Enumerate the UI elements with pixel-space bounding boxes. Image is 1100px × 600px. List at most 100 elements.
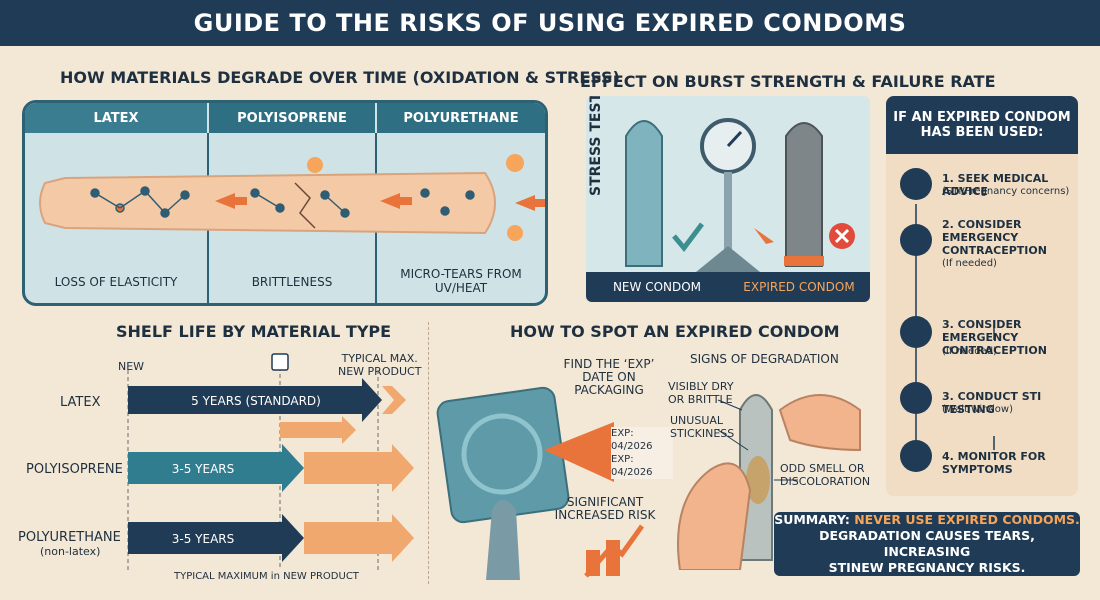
used-step-3-title: 3. CONSIDER EMERGENCY CONTRACEPTION (942, 318, 1047, 357)
shelf-bar-polyisoprene (128, 444, 304, 492)
stress-illustration (625, 118, 855, 272)
sign-sticky-line1: UNUSUAL (670, 414, 724, 427)
shelf-max-label: TYPICAL MAX. NEW PRODUCT (338, 352, 421, 378)
used-step-5-title: 4. MONITOR FOR SYMPTOMS (942, 450, 1046, 476)
shelf-chart (127, 353, 414, 570)
arrow-icon (754, 228, 774, 244)
shelf-row-latex-bar: 5 YEARS (STANDARD) (191, 394, 321, 408)
section-divider (428, 322, 429, 584)
find-exp-label: FIND THE ‘EXP’ DATE ON PACKAGING (554, 358, 664, 397)
new-condom-label: NEW CONDOM (612, 280, 702, 294)
stress-title: EFFECT ON BURST STRENGTH & FAILURE RATE (580, 72, 996, 91)
significant-risk-label: SIGNIFICANT INCREASED RISK (550, 496, 660, 522)
burst-icon (307, 157, 323, 173)
degradation-caption-polyisoprene: BRITTLENESS (251, 275, 333, 289)
find-exp-line1: FIND THE ‘EXP’ (563, 357, 655, 371)
shelf-title: SHELF LIFE BY MATERIAL TYPE (116, 322, 392, 341)
calendar-icon (900, 440, 932, 472)
if-used-title: IF AN EXPIRED CONDOM HAS BEEN USED: (886, 96, 1078, 154)
new-condom-icon (625, 120, 663, 267)
risk-line2: INCREASED RISK (554, 508, 656, 522)
clipboard-icon (900, 382, 932, 414)
packaging-illustration (436, 386, 645, 580)
hand-icon (677, 462, 752, 570)
degradation-col-polyisoprene: POLYISOPRENE (209, 103, 375, 133)
risk-line1: SIGNIFICANT (566, 495, 644, 509)
expired-condom-label: EXPIRED CONDOM (743, 280, 855, 294)
used-step-4-sub: (Wait window) (942, 404, 1013, 415)
exp-date-1: EXP: 04/2026 (611, 428, 653, 452)
exp-date-box: EXP: 04/2026 EXP: 04/2026 (611, 427, 673, 479)
shelf-row-polyisoprene-bar: 3-5 YEARS (171, 462, 235, 476)
used-step-1-sub: (STI/Pregnancy concerns) (942, 186, 1070, 197)
arrow-right-icon (515, 195, 545, 211)
degradation-caption-polyurethane: MICRO-TEARS FROM UV/HEAT (400, 267, 522, 295)
arrow-right-icon (215, 193, 247, 209)
check-icon (672, 222, 704, 253)
sign-sticky-label: UNUSUAL STICKINESS (670, 414, 740, 440)
shelf-row-polyurethane-name: POLYURETHANE (18, 530, 121, 545)
stress-labels-bar: NEW CONDOM EXPIRED CONDOM (586, 272, 870, 302)
used-step-1-title: 1. SEEK MEDICAL ADVICE (942, 172, 1049, 198)
page-title: GUIDE TO THE RISKS OF USING EXPIRED COND… (0, 0, 1100, 46)
sign-dry-line1: VISIBLY DRY (668, 380, 734, 393)
find-exp-line3: PACKAGING (574, 383, 644, 397)
degradation-panel: LATEX POLYISOPRENE POLYURETHANE LOSS OF … (22, 100, 548, 306)
shelf-row-polyurethane-sub: (non-latex) (40, 545, 101, 558)
shelf-bar-polyurethane (128, 514, 304, 562)
if-used-panel: IF AN EXPIRED CONDOM HAS BEEN USED: 1. S… (886, 96, 1078, 496)
sign-smell-line1: ODD SMELL OR (780, 462, 865, 475)
molecule-chain-icon (90, 186, 475, 218)
summary-line2: DEGRADATION CAUSES TEARS, INCREASING (819, 528, 1035, 559)
shelf-row-polyisoprene-name: POLYISOPRENE (26, 462, 123, 477)
shelf-bar-latex (128, 378, 382, 422)
signs-title: SIGNS OF DEGRADATION (690, 352, 839, 366)
degradation-caption-latex: LOSS OF ELASTICITY (54, 275, 178, 289)
sign-dry-label: VISIBLY DRY OR BRITTLE (668, 380, 738, 406)
degradation-col-polyurethane: POLYURETHANE (377, 103, 545, 133)
summary-line1: SUMMARY: NEVER USE EXPIRED CONDOMS. (774, 512, 1080, 528)
burst-icon (506, 154, 524, 172)
find-exp-line2: DATE ON (582, 370, 636, 384)
degradation-illustration (39, 133, 545, 303)
pill-box-icon (900, 224, 932, 256)
arrow-right-icon (380, 193, 412, 209)
magnifier-handle-icon (486, 500, 520, 580)
sign-smell-line2: DISCOLORATION (780, 475, 871, 488)
shelf-footer: TYPICAL MAXIMUM in NEW PRODUCT (174, 571, 359, 582)
burst-icon (507, 225, 523, 241)
used-step-3-sub: (If needed) (942, 346, 997, 357)
stress-panel: STRESS TEST NEW CONDOM EXPIRED CONDOM (586, 96, 870, 302)
shelf-max-label-line2: NEW PRODUCT (338, 365, 422, 378)
used-step-2-title: 2. CONSIDER EMERGENCY CONTRACEPTION (942, 218, 1047, 257)
expired-condom-icon (785, 122, 823, 267)
summary-lead: SUMMARY: (774, 512, 850, 527)
crack-line-icon (294, 182, 316, 229)
degradation-signs-illustration (677, 394, 861, 570)
degradation-title: HOW MATERIALS DEGRADE OVER TIME (OXIDATI… (60, 68, 620, 87)
used-step-4-title: 3. CONDUCT STI TESTING (942, 390, 1042, 416)
magnify-beam-icon (544, 422, 614, 482)
summary-box: SUMMARY: NEVER USE EXPIRED CONDOMS. DEGR… (774, 512, 1080, 576)
summary-highlight: NEVER USE EXPIRED CONDOMS. (854, 512, 1080, 527)
sign-sticky-line2: STICKINESS (670, 427, 735, 440)
shelf-new-label: NEW (118, 360, 145, 373)
if-used-title-line1: IF AN EXPIRED CONDOM (893, 110, 1071, 125)
summary-line3: STINEW PREGNANCY RISKS. (828, 560, 1026, 575)
shelf-max-label-line1: TYPICAL MAX. (341, 352, 418, 365)
shelf-row-polyurethane-bar: 3-5 YEARS (171, 532, 235, 546)
exp-date-2: EXP: 04/2026 (611, 454, 653, 478)
pill-icon (900, 316, 932, 348)
shelf-row-latex-name: LATEX (60, 395, 101, 410)
calendar-icon (271, 353, 289, 371)
if-used-title-line2: HAS BEEN USED: (920, 125, 1044, 140)
degradation-col-latex: LATEX (25, 103, 207, 133)
hand-icon (778, 394, 861, 452)
used-step-2-sub: (If needed) (942, 258, 997, 269)
sign-smell-label: ODD SMELL OR DISCOLORATION (780, 462, 884, 488)
doctor-icon (900, 168, 932, 200)
spot-title: HOW TO SPOT AN EXPIRED CONDOM (510, 322, 840, 341)
condom-shape-illustration (39, 171, 496, 235)
sign-dry-line2: OR BRITTLE (668, 393, 733, 406)
